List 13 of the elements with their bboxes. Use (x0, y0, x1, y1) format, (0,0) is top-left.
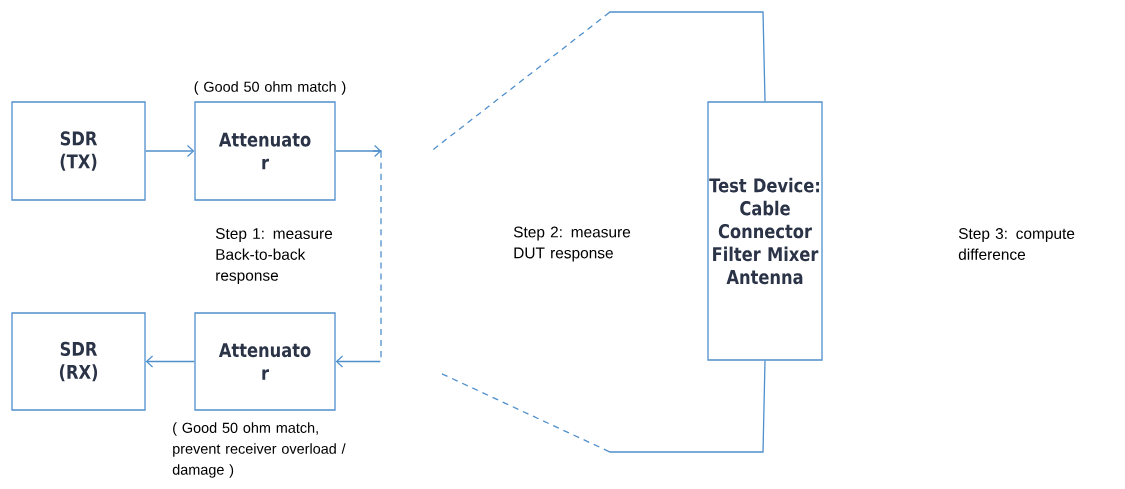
note-text: ( Good 50 ohm match, prevent receiver overload / damage ) (172, 422, 346, 478)
arrow (145, 355, 195, 368)
step-text: Step 1: measure Back-to-back response (215, 228, 333, 284)
process-box: Attenuato r (194, 312, 336, 411)
process-box: Attenuato r (194, 101, 336, 201)
step-text: Step 3: compute difference (958, 228, 1075, 260)
step-text: Step 2: measure DUT response (513, 226, 631, 262)
process-box: Test Device: Cable Connector Filter Mixer Antenna (707, 101, 823, 361)
process-box: SDR (RX) (11, 312, 146, 411)
process-box: SDR (TX) (11, 101, 146, 201)
arrow (335, 144, 382, 368)
note-text: ( Good 50 ohm match ) (194, 81, 346, 95)
arrow (145, 144, 195, 158)
